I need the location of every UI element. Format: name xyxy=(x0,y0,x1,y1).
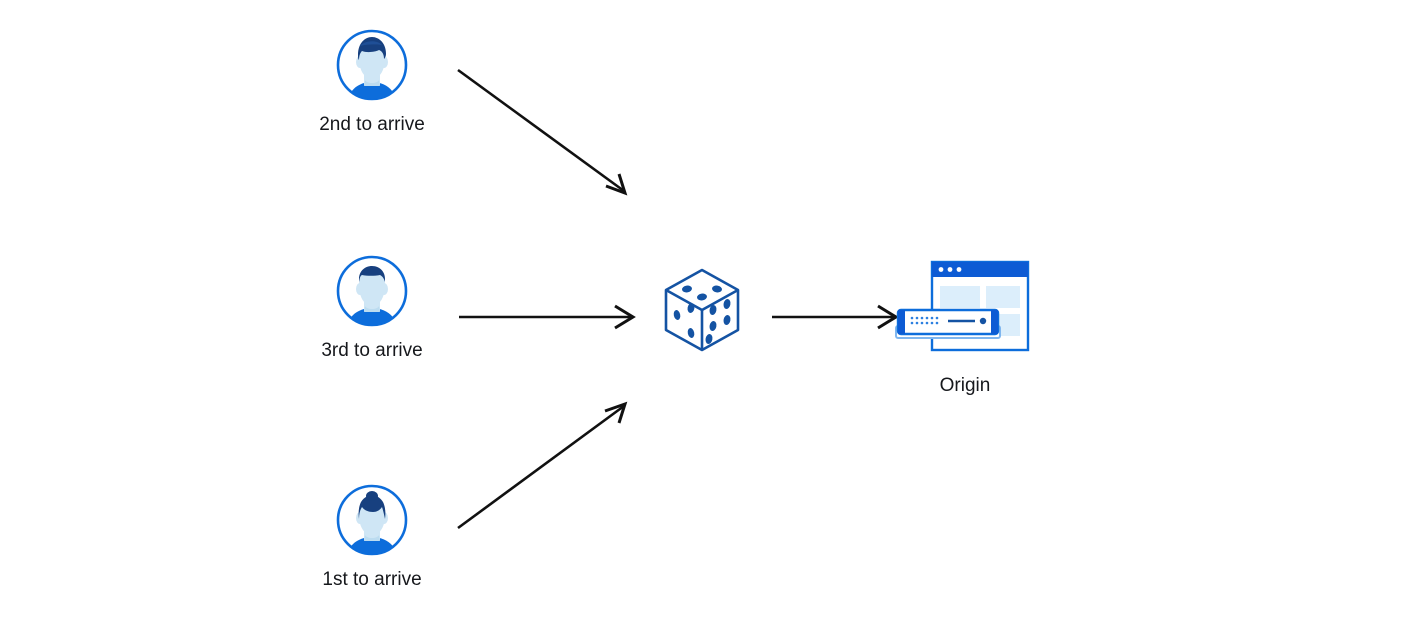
client-node-second[interactable]: 2nd to arrive xyxy=(319,27,425,137)
arrow-third-to-dice xyxy=(459,304,636,330)
arrow-second-to-dice xyxy=(457,68,628,196)
origin-server-browser-icon xyxy=(895,260,1030,352)
random-selector-node[interactable] xyxy=(660,266,744,354)
dice-icon xyxy=(664,268,740,352)
client-label-first: 1st to arrive xyxy=(322,569,422,590)
client-label-third: 3rd to arrive xyxy=(321,340,423,361)
origin-label: Origin xyxy=(939,375,991,396)
server-device-icon xyxy=(895,308,1001,339)
user-avatar-icon xyxy=(336,29,408,101)
user-avatar-icon xyxy=(336,484,408,556)
origin-node[interactable]: Origin xyxy=(890,258,1040,398)
client-node-third[interactable]: 3rd to arrive xyxy=(321,253,423,363)
arrow-dice-to-origin xyxy=(772,304,899,330)
user-avatar-icon xyxy=(336,255,408,327)
arrow-first-to-dice xyxy=(457,401,628,530)
client-node-first[interactable]: 1st to arrive xyxy=(322,482,422,592)
client-label-second: 2nd to arrive xyxy=(319,114,425,135)
